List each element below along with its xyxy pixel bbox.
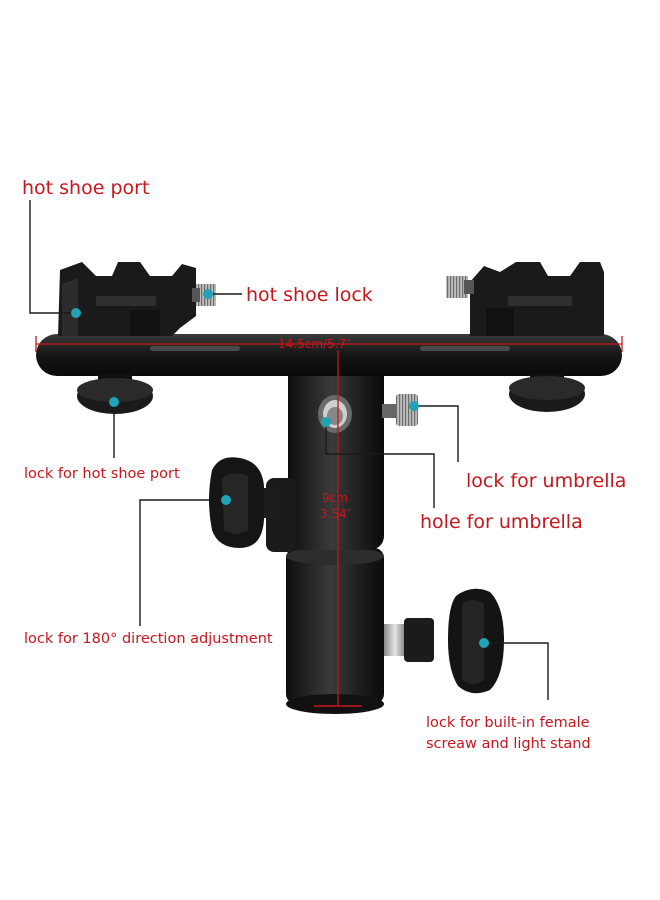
height-dimension-in-label: 3.54″	[320, 507, 352, 521]
width-dimension-line	[35, 336, 623, 352]
label-hot-shoe-port: hot shoe port	[22, 177, 149, 199]
umbrella-shaft	[288, 360, 384, 550]
label-hot-shoe-lock: hot shoe lock	[246, 284, 373, 306]
leader-lock-hot-shoe-port	[109, 397, 119, 458]
stand-receiver-shaft	[286, 548, 384, 704]
height-dimension-cm-label: 9cm	[322, 491, 348, 505]
stand-lock-knob	[384, 588, 504, 694]
right-hot-shoe	[446, 262, 604, 336]
leader-lock-180	[139, 495, 231, 626]
leader-lock-built-in	[479, 638, 549, 700]
leader-lock-umbrella	[409, 401, 459, 462]
leader-hole-umbrella	[321, 417, 435, 508]
product-body	[36, 262, 622, 714]
label-hole-umbrella: hole for umbrella	[420, 511, 583, 533]
label-lock-180: lock for 180° direction adjustment	[24, 631, 273, 647]
direction-lock-knob	[209, 457, 274, 548]
leader-hot-shoe-lock	[203, 289, 242, 299]
left-port-lock-knob	[77, 374, 153, 414]
label-lock-hot-shoe-port: lock for hot shoe port	[24, 466, 180, 482]
left-hot-shoe	[58, 262, 216, 336]
label-lock-built-in-line2: screaw and light stand	[426, 736, 591, 752]
right-port-lock-knob	[509, 374, 585, 412]
label-lock-umbrella: lock for umbrella	[466, 470, 626, 492]
leader-hot-shoe-port	[29, 200, 81, 318]
width-dimension-label: 14.5cm/5.7″	[278, 337, 351, 351]
height-dimension-line	[314, 350, 362, 707]
label-lock-built-in-line1: lock for built-in female	[426, 715, 590, 731]
